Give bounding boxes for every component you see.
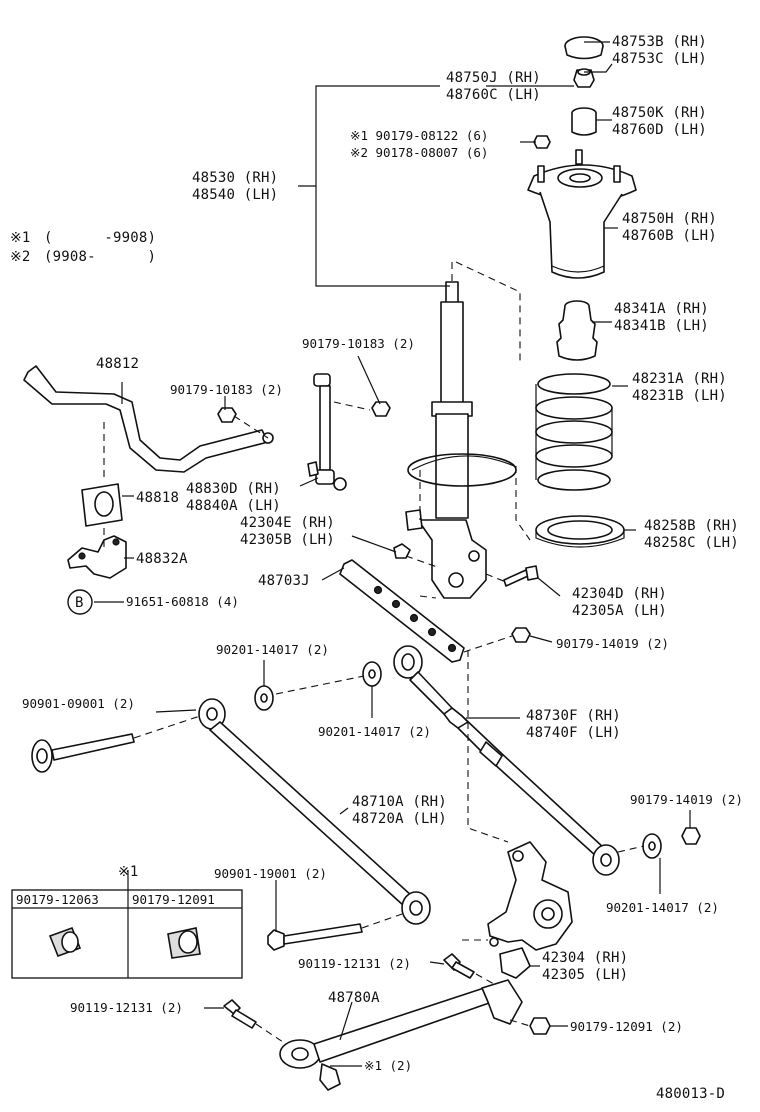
table-header-2: 90179-12091 [132,892,215,907]
label-knuckle-rh: 42304 (RH) [542,950,628,966]
label-bolt-12131-a: 90119-12131 (2) [298,956,411,971]
label-knuckle-lh: 42305 (LH) [542,967,628,983]
trailing-bolt-part [223,999,257,1029]
stabilizer-bushing-part [81,483,123,527]
label-strut-lh: 48540 (LH) [192,187,278,203]
label-coil-spring-lh: 48231B (LH) [632,388,727,404]
b-circle-mark [67,589,93,615]
leader-lines [94,41,691,1067]
trailing-arm-part [279,979,523,1091]
small-bracket-part [393,543,411,559]
label-bolt-19001: 90901-19001 (2) [214,866,327,881]
link-nuts-part [217,401,391,423]
label-link-nut-upper: 90179-10183 (2) [302,336,415,351]
lower-arm-part [198,698,431,925]
upper-mount-part [527,149,637,279]
label-washer-mid: 90201-14017 (2) [318,724,431,739]
label-lower-arm-lh: 48720A (LH) [352,811,447,827]
label-nut-top-rh: 48750J (RH) [446,70,541,86]
label-lower-arm-rh: 48710A (RH) [352,794,447,810]
label-bracket-bolt: 91651-60818 (4) [126,594,239,609]
label-stabilizer-bar: 48812 [96,356,139,372]
strut-part [405,281,517,599]
label-stab-bushing: 48818 [136,490,179,506]
label-bump-stop-lh: 48341B (LH) [614,318,709,334]
label-bracket-small-lh: 42305B (LH) [240,532,335,548]
label-stab-link-rh: 48830D (RH) [186,481,281,497]
coil-spring-part [535,373,613,491]
label-top-cap-rh: 48753B (RH) [612,34,707,50]
label-nut-top-lh: 48760C (LH) [446,87,541,103]
mount-nut-part [533,135,551,149]
dashed-guides [103,261,645,1045]
label-bushing-top-rh: 48750K (RH) [612,105,707,121]
labels: ※1 ( -9908) ※2 (9908- ) 48753B (RH) 4875… [10,34,743,1102]
label-b-mark: B [75,595,84,611]
label-coil-spring-rh: 48231A (RH) [632,371,727,387]
right-nut-washer-part [642,827,701,859]
knuckle-part [487,841,573,979]
label-spring-seat-rh: 48258B (RH) [644,518,739,534]
label-trailing-note: ※1 (2) [364,1058,412,1073]
label-strut-rh: 48530 (RH) [192,170,278,186]
table-header-1: 90179-12063 [16,892,99,907]
label-washer-right: 90201-14017 (2) [606,900,719,915]
top-cap-part [564,36,604,60]
label-bracket-small-rh: 42304E (RH) [240,515,335,531]
label-mount-rh: 48750H (RH) [622,211,717,227]
label-trailing-arm: 48780A [328,990,380,1006]
label-strut-bolt-lh: 42305A (LH) [572,603,667,619]
table-frame [11,870,243,979]
knuckle-bolt-part [443,953,475,979]
label-spring-seat-lh: 48258C (LH) [644,535,739,551]
label-adjust-arm-lh: 48740F (LH) [526,725,621,741]
label-link-nut-lower: 90179-10183 (2) [170,382,283,397]
spring-seat-part [535,515,625,548]
label-washer-upper: 90201-14017 (2) [216,642,329,657]
label-nuts-note-1: ※1 90179-08122 (6) [350,128,488,143]
label-adjust-arm-rh: 48730F (RH) [526,708,621,724]
label-bolt-12131-b: 90119-12131 (2) [70,1000,183,1015]
label-mount-lh: 48760B (LH) [622,228,717,244]
upper-bushing-part [571,107,597,136]
label-stab-link-lh: 48840A (LH) [186,498,281,514]
washer-nut-set-part [254,627,531,711]
label-arm-bolt: 90901-09001 (2) [22,696,135,711]
note-1-mark: ※1 [10,230,31,246]
label-nut-12091: 90179-12091 (2) [570,1019,683,1034]
adjust-arm-part [393,645,620,876]
arm-bolt-part [31,733,135,773]
label-table-mark: ※1 [118,864,139,880]
label-nuts-note-2: ※2 90178-08007 (6) [350,145,488,160]
label-bushing-top-lh: 48760D (LH) [612,122,707,138]
label-stab-bracket: 48832A [136,551,188,567]
trailing-nut-part [529,1017,551,1035]
diagram-code: 480013-D [656,1086,725,1102]
label-top-cap-lh: 48753C (LH) [612,51,707,67]
long-bolt-part [267,923,363,951]
stabilizer-bracket-part [67,535,127,579]
note-2-value: (9908- ) [44,249,156,265]
label-nut-right: 90179-14019 (2) [630,792,743,807]
plate-part [339,559,465,663]
note-1-value: ( -9908) [44,230,156,246]
label-nut-arm-upper: 90179-14019 (2) [556,636,669,651]
note-2-mark: ※2 [10,249,31,265]
label-strut-bolt-rh: 42304D (RH) [572,586,667,602]
label-plate: 48703J [258,573,310,589]
stabilizer-link-part [307,373,347,491]
strut-bolt-part [503,565,539,587]
label-bump-stop-rh: 48341A (RH) [614,301,709,317]
top-nut-part [573,68,595,88]
bump-stop-part [556,300,598,361]
